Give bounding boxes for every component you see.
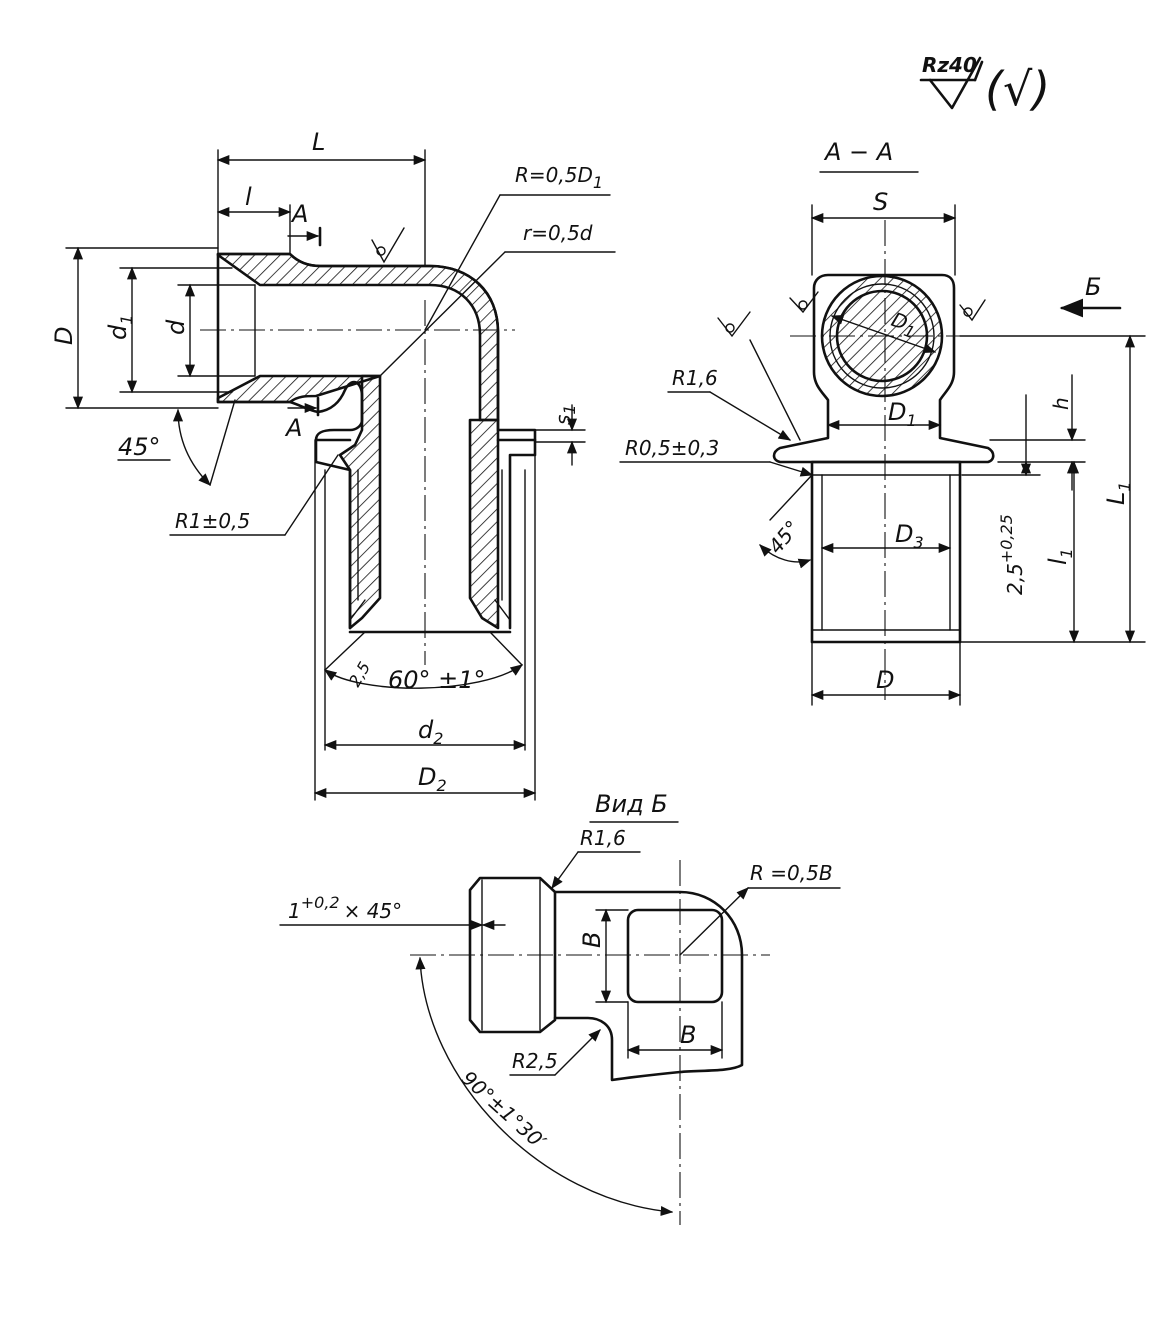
dim-d-label: d — [162, 319, 190, 335]
dim-l1-label: l1 — [1044, 548, 1076, 565]
roughness-check-icon — [789, 291, 819, 314]
radius-r-label: r=0,5d — [523, 221, 593, 245]
section-body-outline — [772, 273, 995, 464]
dim-S-label: S — [873, 188, 888, 216]
roughness-value: Rz40 — [922, 53, 977, 77]
view-b-radius-R25-label: R2,5 — [512, 1049, 558, 1073]
lower-wall-section — [216, 374, 382, 404]
angle-45-label: 45° — [118, 433, 161, 461]
roughness-symbol: Rz40 (√) — [919, 53, 1050, 116]
view-b-window — [626, 908, 724, 1004]
roughness-note: (√) — [985, 62, 1050, 116]
view-b-radius-R16-label: R1,6 — [580, 826, 626, 850]
roughness-check-icon — [717, 311, 751, 338]
view-b-dim-B-vertical: В — [578, 932, 606, 948]
dim-D3-label: D3 — [895, 520, 924, 552]
main-view: L l A A D d1 d R=0,5D1 — [50, 128, 616, 801]
view-b-chamfer-label: 1+0,2× 45° — [288, 893, 402, 923]
dim-D-label: D — [50, 327, 78, 345]
dim-l-label: l — [245, 183, 252, 211]
dim-d1-label: d1 — [104, 315, 136, 340]
view-b: Вид Б R1,6 1+0,2× 45° R =0,5В В — [279, 790, 841, 1225]
dim-d2-label: d2 — [418, 716, 443, 748]
dim-L-label: L — [312, 128, 325, 156]
section-mark-top: A — [290, 200, 308, 228]
view-b-body-outline — [553, 890, 744, 1082]
chamfer-45-label: 45° — [763, 516, 804, 559]
bore-ring — [820, 274, 944, 398]
radius-R05-label: R0,5±0,3 — [625, 436, 719, 460]
dim-h-label: h — [1049, 397, 1073, 410]
section-view: A − A S Б D1 — [619, 138, 1146, 706]
angle-60-label: 60° ±1° — [388, 666, 486, 694]
dim-D1-flange-label: D1 — [888, 398, 917, 430]
section-title: A − A — [823, 138, 893, 166]
dim-L1-label: L1 — [1102, 481, 1134, 505]
view-b-dim-B-horizontal: В — [680, 1021, 696, 1049]
radius-R16-label: R1,6 — [672, 366, 718, 390]
dim-25-label: 2,5+0,25 — [997, 514, 1027, 595]
roughness-check-icon — [371, 227, 405, 264]
view-b-arrow-label: Б — [1085, 273, 1101, 301]
dim-D2-label: D2 — [418, 763, 447, 795]
right-vertical-wall — [468, 418, 500, 630]
view-b-angle-90-label: 90°±1°30′ — [457, 1066, 551, 1154]
view-b-title: Вид Б — [595, 790, 668, 818]
radius-R1-label: R1±0,5 — [175, 509, 250, 533]
left-vertical-wall — [338, 374, 382, 630]
elbow-outline — [216, 252, 537, 630]
radius-R-label: R=0,5D1 — [515, 163, 603, 192]
dim-s1-label: s1 — [551, 404, 579, 425]
section-mark-bottom: A — [284, 414, 302, 442]
dim-D-bottom-label: D — [876, 666, 894, 694]
view-b-radius-R05B-label: R =0,5В — [750, 861, 833, 885]
roughness-check-icon — [928, 56, 982, 110]
